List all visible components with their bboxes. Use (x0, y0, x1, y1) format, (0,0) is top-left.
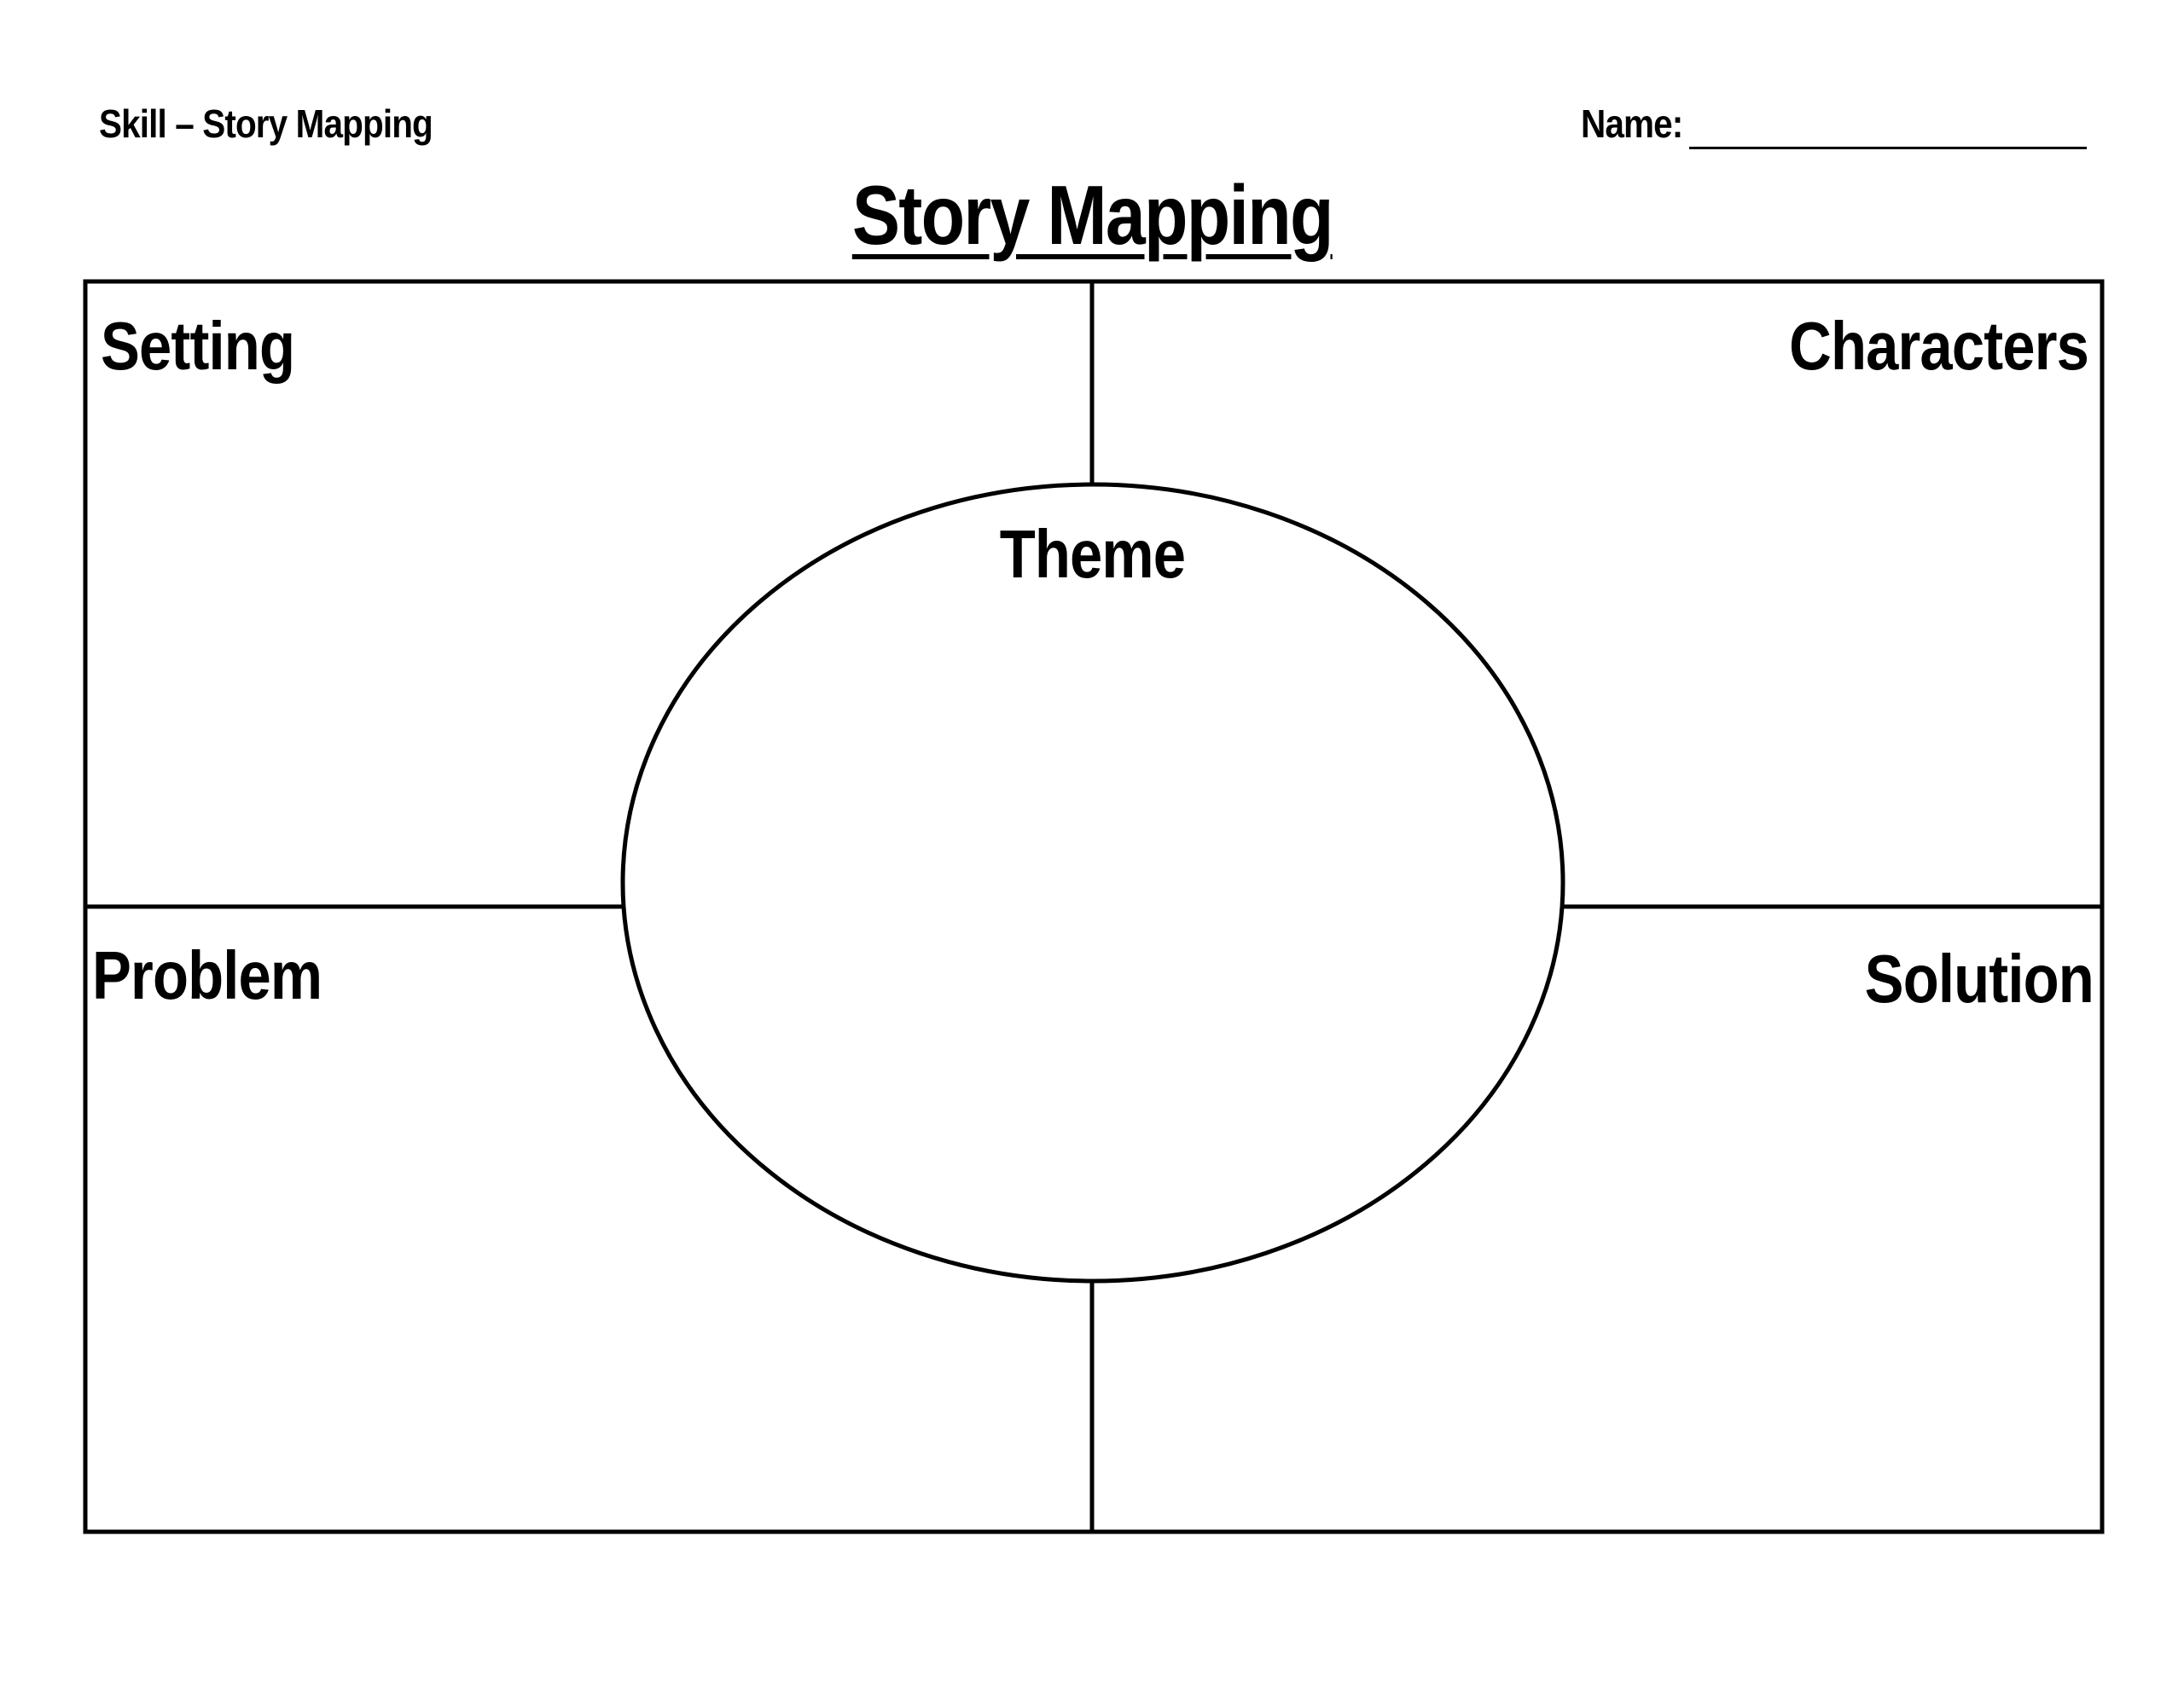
theme-oval-label: Theme (921, 515, 1263, 594)
skill-label: Skill – Story Mapping (99, 101, 433, 146)
setting-label-text: Setting (101, 308, 295, 384)
problem-box-label: Problem (92, 936, 359, 1015)
problem-label-text: Problem (92, 937, 322, 1013)
name-field: Name: (1581, 101, 1697, 147)
name-write-line[interactable] (1689, 147, 2087, 149)
setting-box-label: Setting (101, 307, 326, 386)
solution-label-text: Solution (1864, 941, 2094, 1017)
solution-box-label: Solution (1827, 940, 2094, 1018)
page-title-text: Story Mapping (851, 168, 1334, 262)
characters-box-label: Characters (1740, 307, 2089, 386)
theme-oval[interactable] (620, 482, 1565, 1284)
theme-label-text: Theme (999, 516, 1185, 592)
characters-label-text: Characters (1789, 308, 2089, 384)
page-title: Story Mapping (0, 167, 2184, 264)
name-label: Name: (1581, 101, 1683, 146)
